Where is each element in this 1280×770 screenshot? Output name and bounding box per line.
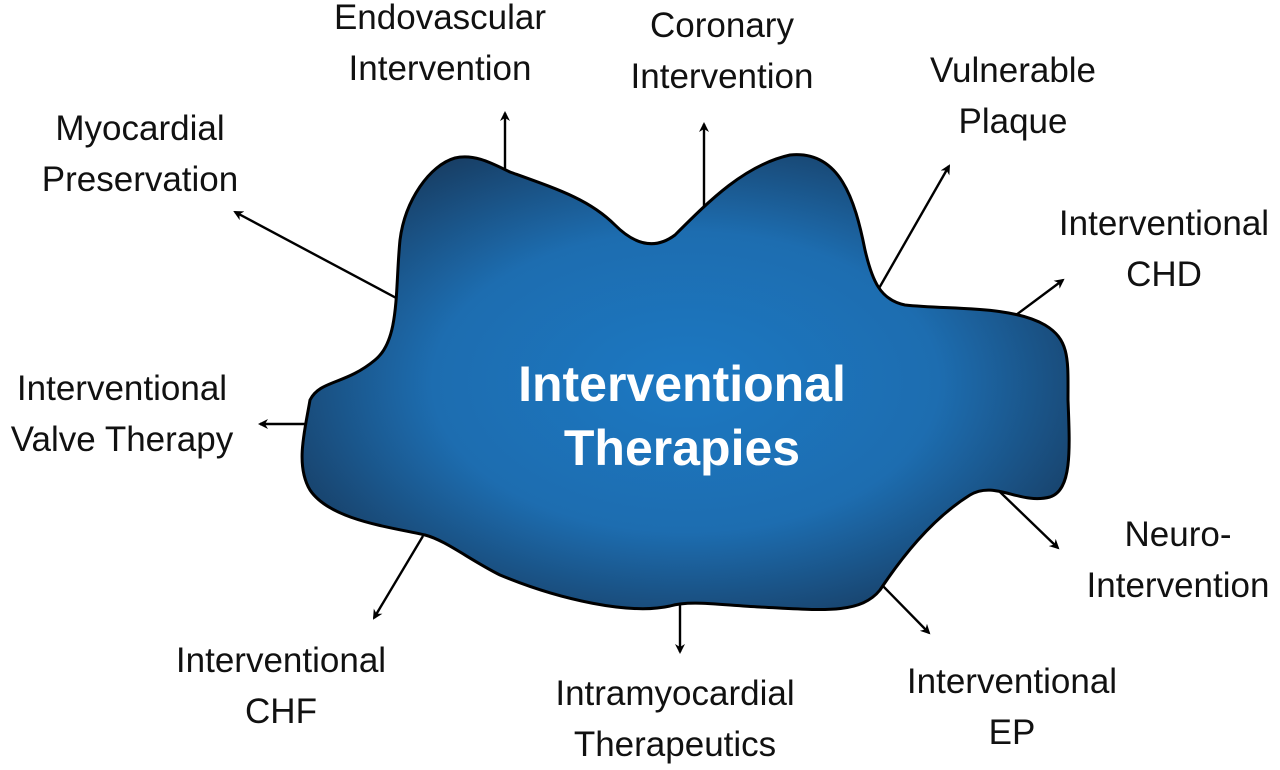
center-title-line2: Therapies <box>563 420 801 476</box>
label-coronary-line2: Intervention <box>630 57 814 96</box>
label-chd: Interventional CHD <box>1059 198 1269 300</box>
label-myocardial-line2: Preservation <box>41 160 239 199</box>
label-neuro-line2: Intervention <box>1086 566 1270 605</box>
label-intramyocardial: Intramyocardial Therapeutics <box>555 668 794 770</box>
arrow-chd <box>1011 278 1065 319</box>
interventional-therapies-blob <box>300 153 1071 611</box>
arrow-myocardial <box>233 210 401 302</box>
label-vulnerable-plaque: Vulnerable Plaque <box>930 45 1096 147</box>
arrows <box>233 111 1065 654</box>
label-coronary: Coronary Intervention <box>631 0 814 102</box>
label-vulnerable-plaque-line1: Vulnerable <box>929 51 1097 90</box>
label-chf-line1: Interventional <box>175 641 387 680</box>
label-endovascular-line1: Endovascular <box>333 0 547 37</box>
label-ep-line1: Interventional <box>906 662 1118 701</box>
label-coronary-line1: Coronary <box>650 6 794 45</box>
label-ep-line2: EP <box>988 713 1036 752</box>
label-myocardial: Myocardial Preservation <box>42 103 238 205</box>
label-intramyocardial-line2: Therapeutics <box>573 725 777 764</box>
label-chf-line2: CHF <box>245 692 317 731</box>
center-title-line1: Interventional <box>518 356 846 412</box>
label-chd-line1: Interventional <box>1058 204 1270 243</box>
arrow-neuro <box>999 491 1060 550</box>
label-intramyocardial-line1: Intramyocardial <box>555 674 795 713</box>
label-endovascular-line2: Intervention <box>348 49 532 88</box>
label-endovascular: Endovascular Intervention <box>334 0 546 94</box>
label-chf: Interventional CHF <box>176 635 386 737</box>
label-valve-line1: Interventional <box>16 369 228 408</box>
arrow-chf <box>372 535 425 620</box>
label-valve-line2: Valve Therapy <box>10 420 234 459</box>
arrow-ep <box>879 582 931 635</box>
label-vulnerable-plaque-line2: Plaque <box>958 102 1068 141</box>
label-neuro-line1: Neuro- <box>1124 515 1232 554</box>
arrow-vulnerable-plaque <box>876 164 951 291</box>
label-neuro: Neuro- Intervention <box>1087 509 1270 611</box>
label-valve: Interventional Valve Therapy <box>11 363 233 465</box>
center-title: Interventional Therapies <box>518 352 846 480</box>
label-myocardial-line1: Myocardial <box>55 109 225 148</box>
label-ep: Interventional EP <box>907 656 1117 758</box>
label-chd-line2: CHD <box>1126 255 1202 294</box>
